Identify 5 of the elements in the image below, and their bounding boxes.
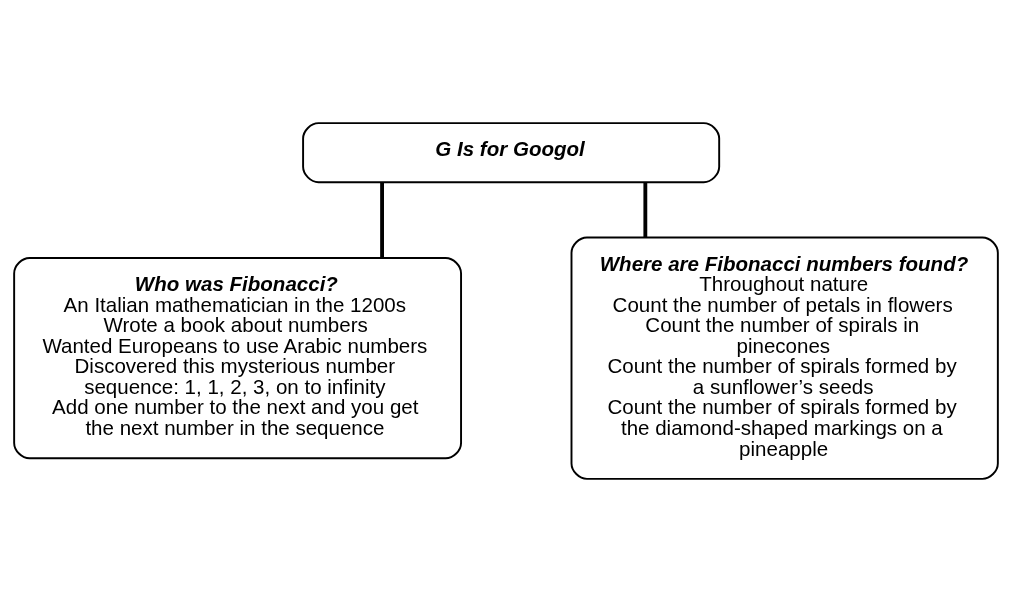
connector [379, 182, 384, 258]
connector [642, 182, 647, 238]
node-box: G Is for Googol [301, 122, 720, 184]
node-box: Who was Fibonacci? An Italian mathematician in the 1200s Wrote a book about numbers Wanted Europeans to use Arabic numbers Discovered this mysterious number sequence: 1, 1, 2, 3, on to infinity Add one number to the next and you get the next number in the sequence [12, 257, 462, 460]
node-box: Where are Fibonacci numbers found? Throughout nature Count the number of petals in flowers Count the number of spirals in pinecones Count the number of spirals formed by a sunflower’s seeds Count the number of spirals formed by the diamond-shaped markings on a pineapple [570, 236, 999, 480]
